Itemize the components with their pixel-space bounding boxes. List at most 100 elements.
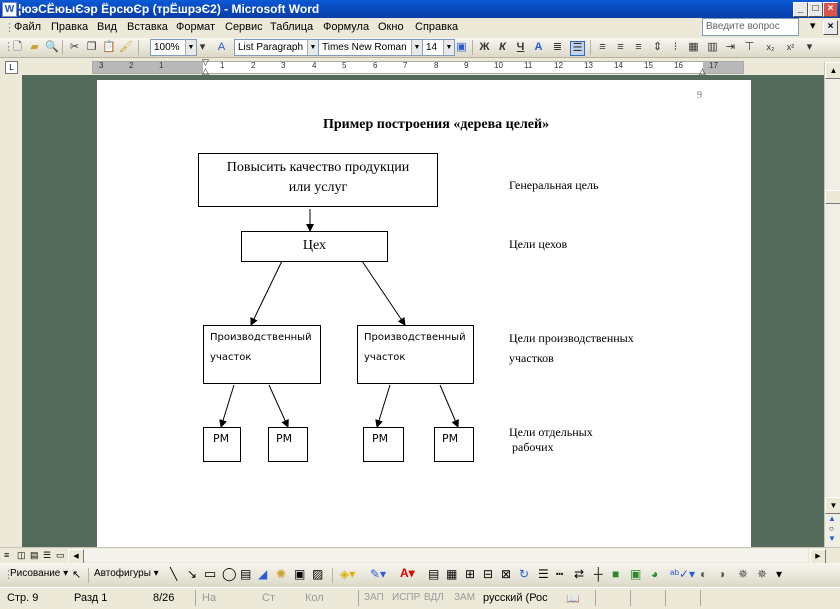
chevron-down-icon[interactable]: ▼ <box>411 40 422 55</box>
dash-style-icon[interactable]: ▦ <box>446 567 458 581</box>
connector-icon[interactable]: ┼ <box>594 567 603 581</box>
menu-tools[interactable]: Сервис <box>225 21 263 33</box>
tool-b-icon[interactable]: ◑ <box>718 567 726 581</box>
oval-tool-icon[interactable]: ◯ <box>222 566 237 581</box>
3d-style-icon[interactable]: ⊠ <box>501 567 512 581</box>
shape-b-icon[interactable]: ▣ <box>630 567 642 581</box>
format-painter-icon[interactable]: 🖌 <box>119 41 133 53</box>
close-button[interactable]: × <box>823 2 838 17</box>
rotate-icon[interactable]: ↻ <box>519 567 530 581</box>
align-right-icon[interactable]: ≡ <box>635 41 642 53</box>
general-goal-box[interactable]: Повысить качество продукции или услуг <box>198 153 438 207</box>
font-size-combo[interactable]: 14▼ <box>422 39 455 56</box>
document-close-button[interactable]: × <box>823 20 838 35</box>
numbering-icon[interactable]: ⁝ <box>673 41 678 53</box>
status-record[interactable]: ЗАП <box>364 592 384 603</box>
tool-d-icon[interactable]: ✵ <box>757 567 768 581</box>
horizontal-ruler[interactable]: 3 2 1 1 2 3 4 5 6 7 8 9 10 11 12 13 14 1… <box>92 57 744 76</box>
italic-button[interactable]: К <box>499 41 506 53</box>
normal-view-icon[interactable]: ≡ <box>4 550 10 560</box>
superscript-button[interactable]: x² <box>786 42 795 52</box>
font-color-letter-icon[interactable]: A <box>534 41 543 53</box>
arrows-icon[interactable]: ⇄ <box>574 567 585 581</box>
status-extend[interactable]: ВДЛ <box>424 592 444 603</box>
new-document-icon[interactable]: 🗋 <box>13 41 22 53</box>
print-layout-icon[interactable]: ▤ <box>30 550 39 560</box>
align-center-icon[interactable]: ≡ <box>617 41 624 53</box>
spelling-status-icon[interactable]: 📖 <box>566 593 580 605</box>
indent-icon[interactable]: ⇥ <box>725 41 736 53</box>
select-objects-icon[interactable]: ↖ <box>72 569 82 581</box>
maximize-button[interactable]: □ <box>808 2 823 17</box>
menu-help[interactable]: Справка <box>415 21 459 33</box>
menu-insert[interactable]: Вставка <box>127 21 168 33</box>
horizontal-scroll-track[interactable] <box>84 549 808 562</box>
status-track-changes[interactable]: ИСПР <box>392 592 421 603</box>
font-color-icon[interactable]: A▾ <box>400 566 415 580</box>
scroll-up-button[interactable]: ▲ <box>825 62 840 79</box>
shape-a-icon[interactable]: ■ <box>612 567 620 581</box>
shape-c-icon[interactable]: ◕ <box>651 567 659 581</box>
tab-selector-icon[interactable]: L <box>5 61 18 74</box>
production-section-box-2[interactable]: Производственный участок <box>357 325 474 384</box>
help-search-input[interactable]: Введите вопрос <box>702 18 799 36</box>
status-overtype[interactable]: ЗАМ <box>454 592 476 603</box>
first-line-indent-marker-icon[interactable]: ▽ <box>202 57 209 67</box>
document-page[interactable]: 9 Пример построения «дерева целей» Повыс… <box>97 80 751 550</box>
outline-view-icon[interactable]: ☰ <box>43 550 52 560</box>
menu-window[interactable]: Окно <box>378 21 404 33</box>
menu-formula[interactable]: Формула <box>323 21 370 33</box>
menu-format[interactable]: Формат <box>176 21 216 33</box>
rectangle-tool-icon[interactable]: ▭ <box>204 566 217 581</box>
workplace-box-4[interactable]: РМ <box>434 427 474 462</box>
fill-color-icon[interactable]: ◈▾ <box>340 567 356 581</box>
underline-button[interactable]: Ч <box>516 41 525 53</box>
scroll-right-button[interactable]: ▶ <box>810 549 826 564</box>
hanging-indent-marker-icon[interactable]: △ <box>202 66 209 76</box>
copy-icon[interactable]: ❐ <box>86 41 97 53</box>
right-indent-marker-icon[interactable]: △ <box>699 66 706 76</box>
align-left-icon[interactable]: ≡ <box>599 41 606 53</box>
columns-icon[interactable]: ▥ <box>707 41 718 53</box>
browse-object-icon[interactable]: ○ <box>829 524 834 533</box>
next-page-icon[interactable]: ▼ <box>828 534 836 543</box>
filter-icon[interactable]: ⊤ <box>744 41 755 53</box>
line-tool-icon[interactable]: ╲ <box>170 567 178 581</box>
drawing-menu-button[interactable]: Рисование ▾ <box>10 568 69 579</box>
toolbar-options-icon[interactable]: ▾ <box>806 41 813 53</box>
chevron-down-icon[interactable]: ▼ <box>307 40 318 55</box>
vertical-scrollbar[interactable]: ▲ ▼ ▲ ○ ▼ <box>824 62 840 547</box>
workplace-box-2[interactable]: РМ <box>268 427 308 462</box>
table-icon[interactable]: ▦ <box>688 41 699 53</box>
bold-button[interactable]: Ж <box>479 41 490 53</box>
chevron-down-icon[interactable]: ▼ <box>185 40 196 55</box>
justify-icon[interactable]: ☰ <box>570 41 585 56</box>
wordart-icon[interactable]: ◢ <box>258 567 268 581</box>
reading-layout-icon[interactable]: ▭ <box>56 550 65 560</box>
drawing-toolbar-options-icon[interactable]: ▾ <box>776 567 783 581</box>
menu-file[interactable]: Файл <box>14 21 42 33</box>
scroll-down-button[interactable]: ▼ <box>825 497 840 514</box>
toolbar-options-icon[interactable]: ▾ <box>199 41 206 53</box>
line-color-icon[interactable]: ✎▾ <box>370 567 387 581</box>
font-combo[interactable]: Times New Roman▼ <box>318 39 423 56</box>
diagram-icon[interactable]: ✺ <box>276 567 287 581</box>
production-section-box-1[interactable]: Производственный участок <box>203 325 321 384</box>
open-folder-icon[interactable]: ▰ <box>30 41 39 53</box>
format-icon[interactable]: ▣ <box>456 41 467 53</box>
status-language[interactable]: русский (Рос <box>483 592 548 604</box>
menu-view[interactable]: Вид <box>97 21 117 33</box>
menu-edit[interactable]: Правка <box>51 21 89 33</box>
insert-picture-icon[interactable]: ▨ <box>312 567 324 581</box>
clip-art-icon[interactable]: ▣ <box>294 567 306 581</box>
scroll-thumb[interactable] <box>825 190 840 204</box>
distributed-icon[interactable]: ≣ <box>552 41 563 53</box>
chevron-down-icon[interactable]: ▼ <box>443 40 454 55</box>
help-dropdown-icon[interactable]: ▾ <box>810 20 816 32</box>
workplace-box-3[interactable]: РМ <box>363 427 404 462</box>
cut-icon[interactable]: ✂ <box>69 41 80 53</box>
subscript-button[interactable]: x₂ <box>766 42 775 52</box>
shop-box[interactable]: Цех <box>241 231 388 262</box>
word-app-icon[interactable]: W <box>2 2 17 17</box>
workplace-box-1[interactable]: РМ <box>203 427 241 462</box>
